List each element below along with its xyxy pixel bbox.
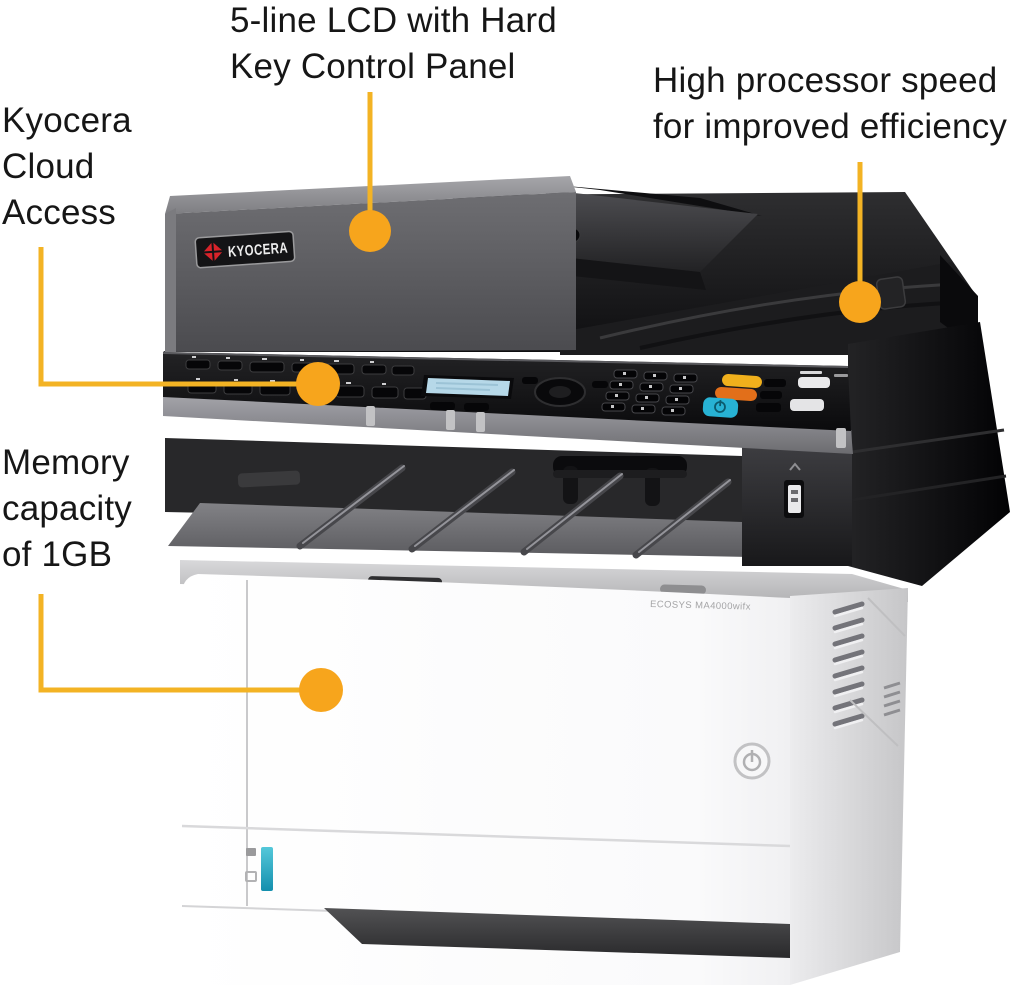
callout-memory-line-2: capacity bbox=[2, 489, 132, 528]
callout-processor-line-2: for improved efficiency bbox=[653, 107, 1008, 146]
callout-dot-cloud-icon bbox=[296, 362, 340, 406]
callout-processor-line-1: High processor speed bbox=[653, 61, 998, 100]
model-label: ECOSYS MA4000wifx bbox=[650, 599, 751, 613]
callout-line-cloud bbox=[38, 247, 298, 387]
body-side-panel bbox=[790, 588, 908, 985]
side-vent-small bbox=[883, 681, 901, 717]
tray-handle-recess bbox=[324, 908, 790, 958]
callout-lcd-line-2: Key Control Panel bbox=[230, 47, 516, 86]
usb-icon bbox=[789, 462, 801, 471]
navigation-dial bbox=[522, 377, 608, 407]
callout-memory-line-3: of 1GB bbox=[2, 535, 113, 574]
front-cover-seam bbox=[181, 824, 791, 848]
scanner-right-side bbox=[848, 322, 1010, 586]
callout-processor: High processor speed for improved effici… bbox=[653, 58, 1007, 150]
function-keys bbox=[702, 374, 762, 418]
lcd-screen bbox=[421, 375, 514, 399]
stop-key-orange bbox=[715, 386, 757, 402]
callout-cloud-line-2: Cloud bbox=[2, 147, 95, 186]
power-button bbox=[733, 742, 771, 780]
scanner-unit: KYOCERA bbox=[163, 176, 1010, 586]
reset-key-yellow bbox=[722, 374, 762, 388]
callout-dot-processor-icon bbox=[839, 281, 881, 323]
output-tray-ribs bbox=[296, 464, 732, 559]
callout-cloud-line-3: Access bbox=[2, 193, 117, 232]
callout-memory-line-1: Memory bbox=[2, 443, 130, 482]
kyocera-diamond-icon bbox=[202, 241, 224, 262]
output-tray-area bbox=[165, 430, 852, 566]
top-handle-slot bbox=[659, 584, 706, 595]
power-icon bbox=[742, 750, 762, 772]
callout-line-memory bbox=[38, 594, 301, 693]
paper-level-indicator bbox=[245, 847, 273, 891]
callout-cloud: Kyocera Cloud Access bbox=[2, 98, 132, 236]
start-key-cyan bbox=[702, 397, 739, 418]
callout-lcd-line-1: 5-line LCD with Hard bbox=[230, 1, 557, 40]
kyocera-logo: KYOCERA bbox=[194, 230, 296, 269]
usb-port bbox=[784, 462, 804, 518]
body-top-band bbox=[180, 560, 908, 602]
panel-lip bbox=[163, 397, 853, 454]
side-vent-louvers bbox=[832, 601, 865, 730]
paper-tray bbox=[181, 847, 791, 958]
callout-memory: Memory capacity of 1GB bbox=[2, 440, 132, 578]
callout-dot-memory-icon bbox=[299, 668, 343, 712]
callout-cloud-line-1: Kyocera bbox=[2, 101, 132, 140]
kyocera-logo-text: KYOCERA bbox=[228, 240, 289, 261]
callout-dot-lcd-icon bbox=[349, 210, 391, 252]
right-key-cluster bbox=[756, 371, 848, 412]
callout-lcd: 5-line LCD with Hard Key Control Panel bbox=[230, 0, 557, 90]
keypad-digit-marks bbox=[611, 372, 686, 412]
